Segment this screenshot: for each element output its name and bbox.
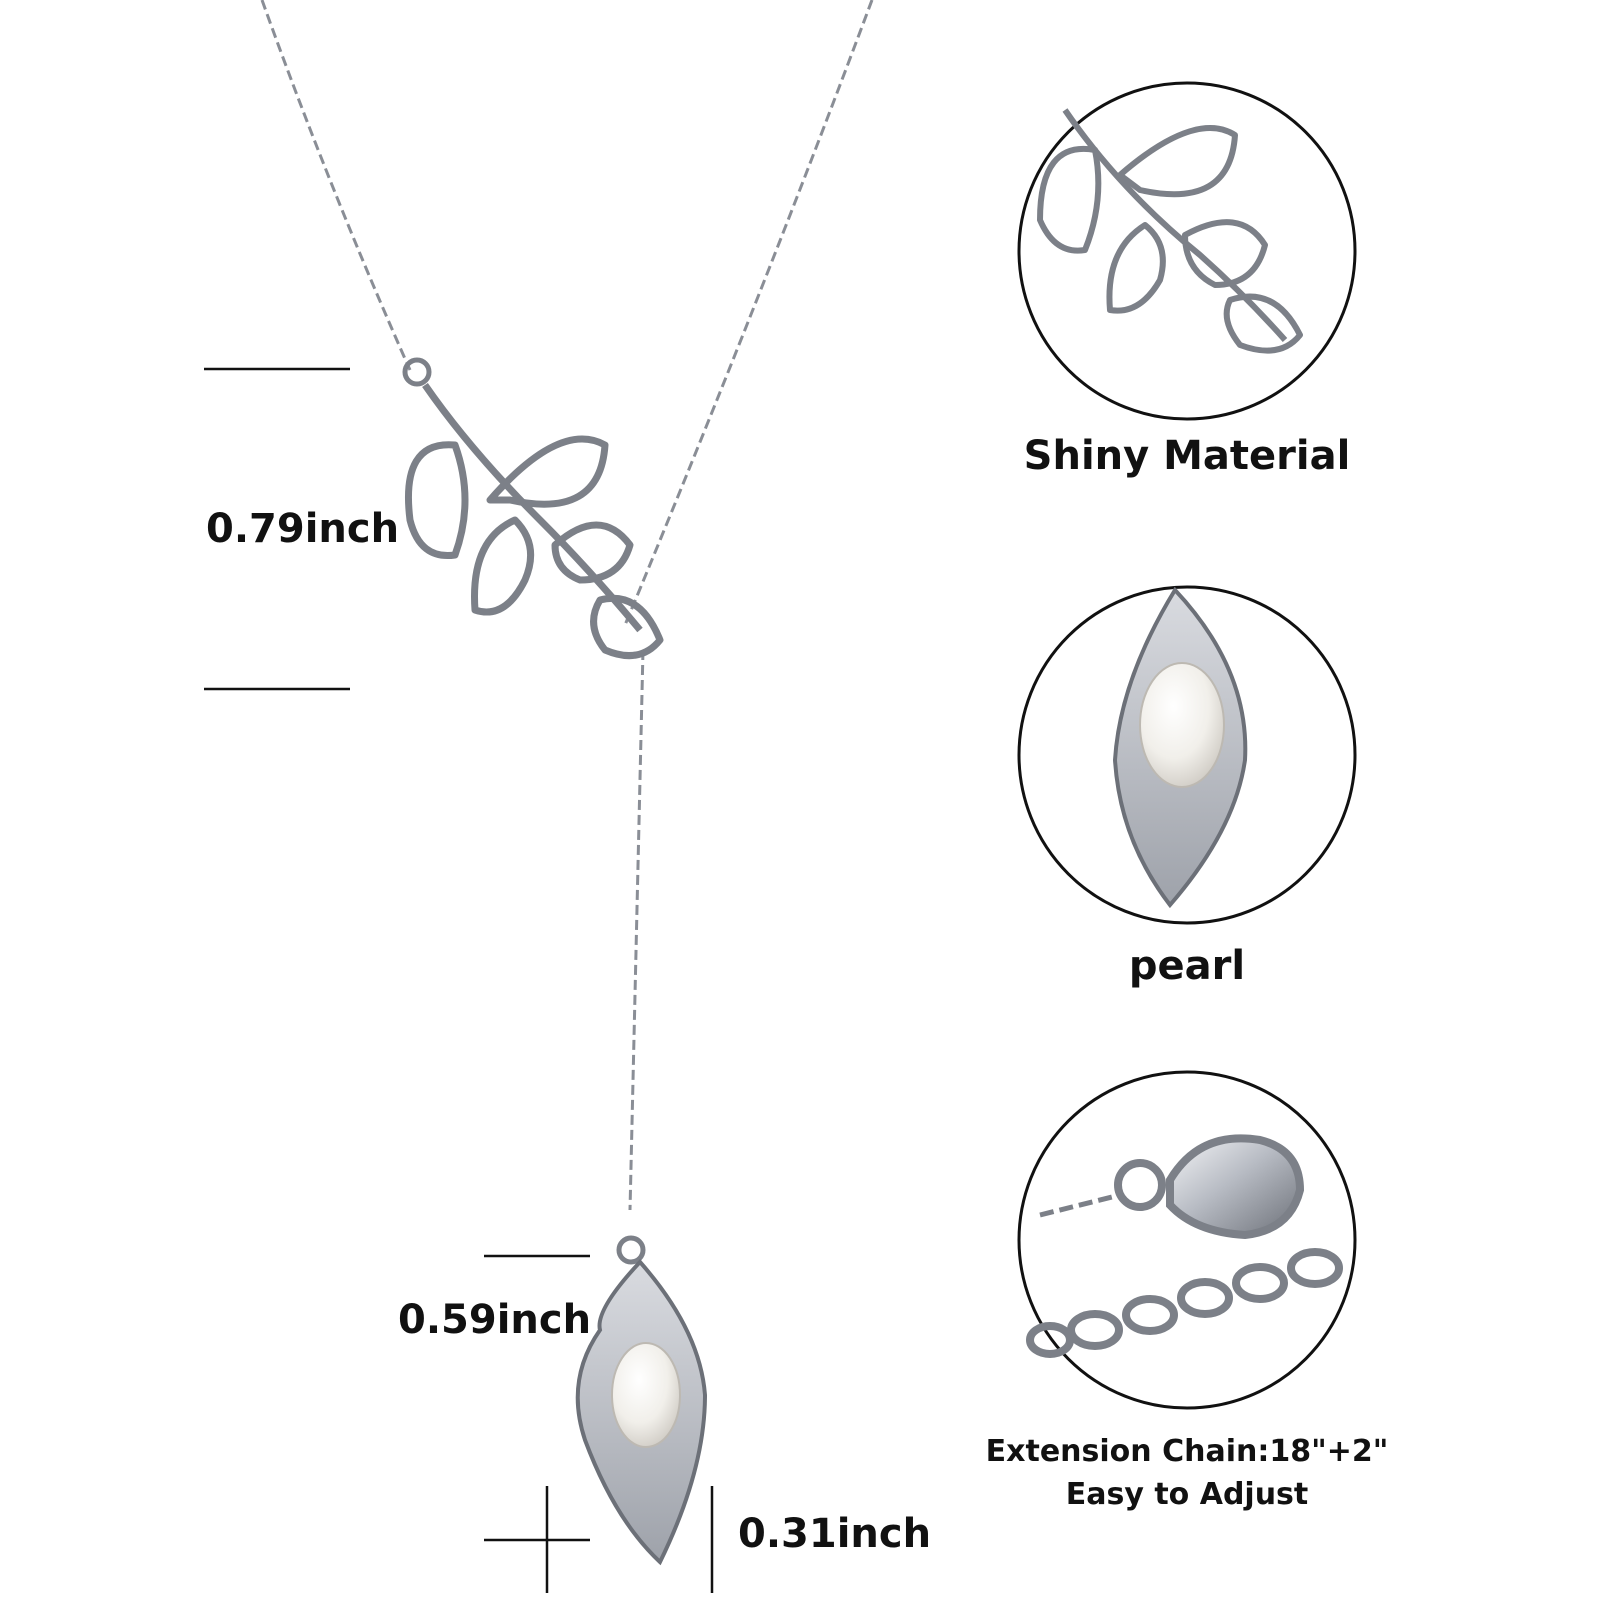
clasp-closeup-icon — [1026, 1134, 1343, 1358]
leaf-height-label: 0.79inch — [206, 506, 400, 552]
pearl-caption: pearl — [1128, 943, 1246, 989]
drop-width-label: 0.31inch — [738, 1511, 932, 1557]
dimension-lines — [204, 367, 714, 1593]
extension-chain-caption: Extension Chain:18"+2" — [985, 1434, 1389, 1469]
shiny-material-caption: Shiny Material — [1023, 433, 1351, 479]
closeup-circles — [1017, 81, 1357, 1410]
chain — [260, 0, 874, 1211]
leaf-pendant — [402, 357, 664, 660]
drop-height-label: 0.59inch — [398, 1297, 592, 1343]
calla-pendant — [575, 1235, 708, 1566]
easy-adjust-caption: Easy to Adjust — [1065, 1477, 1309, 1512]
leaf-closeup-icon — [1037, 108, 1303, 354]
pearl-closeup-icon — [1112, 586, 1248, 909]
